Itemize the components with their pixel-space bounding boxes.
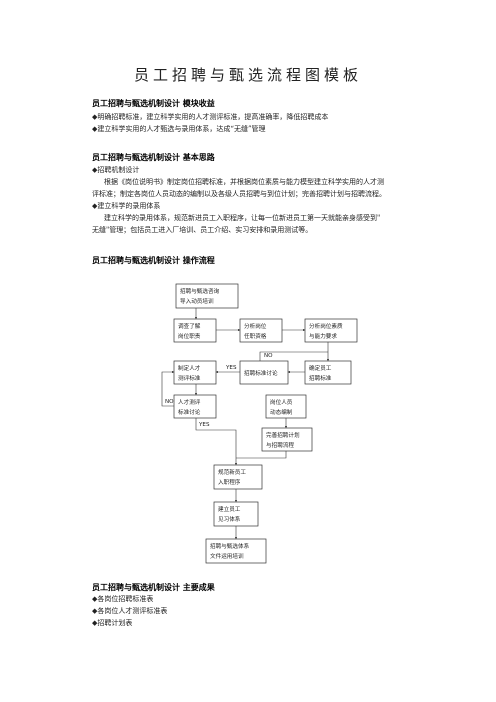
approach-paragraph-line: 无缝"管理；包括员工进入厂培训、员工介绍、实习安排和录用测试等。	[92, 226, 313, 234]
flow-node-assessment-criteria: 制定人才 测评标准	[173, 360, 217, 385]
svg-text:与能力要求: 与能力要求	[309, 332, 337, 340]
benefit-item: 建立科学实用的人才甄选与录用体系，达成“无缝”管理	[92, 124, 265, 134]
svg-text:调查了解: 调查了解	[178, 322, 201, 330]
flow-node-assessment-discussion: 人才测评 标准讨论	[173, 394, 217, 419]
svg-text:见习体系: 见习体系	[218, 515, 241, 523]
edge-label-no: NO	[165, 399, 174, 405]
svg-text:招聘标准讨论: 招聘标准讨论	[244, 369, 278, 377]
section-approach-heading: 员工招聘与甄选机制设计 基本思路	[92, 152, 215, 162]
svg-text:任职资格: 任职资格	[244, 332, 267, 340]
svg-text:建立员工: 建立员工	[218, 505, 241, 513]
edge-label-yes: YES	[198, 422, 210, 428]
svg-text:分析岗位: 分析岗位	[244, 322, 267, 330]
svg-text:招聘与甄选体系: 招聘与甄选体系	[210, 542, 250, 550]
svg-text:岗位职责: 岗位职责	[178, 332, 201, 340]
flow-node-consulting: 招聘与甄选咨询 导入动员培训	[175, 283, 239, 309]
svg-text:动态编制: 动态编制	[270, 408, 293, 416]
svg-text:制定人才: 制定人才	[178, 364, 201, 372]
svg-text:招聘与甄选咨询: 招聘与甄选咨询	[180, 287, 220, 295]
svg-text:分析岗位素质: 分析岗位素质	[309, 322, 343, 330]
approach-paragraph-line: 建立科学的录用体系，规范新进员工入职程序，让每一位新进员工第一天就能亲身感受到"	[104, 214, 381, 222]
approach-bullet: 招聘机制设计	[92, 165, 139, 175]
svg-text:招聘标准: 招聘标准	[309, 374, 332, 382]
result-item: 各岗位人才测评标准表	[92, 606, 167, 616]
approach-paragraph-line: 根据《岗位说明书》制定岗位招聘标准，并根据岗位素质与能力模型建立科学实用的人才测	[104, 178, 384, 186]
flow-node-confirm-criteria: 确定员工 招聘标准	[304, 360, 352, 385]
svg-text:导入动员培训: 导入动员培训	[180, 297, 214, 305]
svg-text:人才测评: 人才测评	[178, 398, 201, 406]
svg-text:入职程序: 入职程序	[218, 478, 241, 486]
section-process-heading: 员工招聘与甄选机制设计 操作流程	[92, 255, 215, 265]
flow-node-job-duties: 调查了解 岗位职责	[173, 318, 217, 343]
svg-text:完善招聘计划: 完善招聘计划	[266, 431, 300, 439]
flow-node-criteria-discussion: 招聘标准讨论	[239, 360, 289, 385]
flow-node-recruitment-plan: 完善招聘计划 与招聘流程	[261, 427, 313, 452]
flow-node-job-qualifications: 分析岗位 任职资格	[239, 318, 283, 343]
flow-node-probation: 建立员工 见习体系	[213, 501, 259, 527]
result-item: 各岗位招聘标准表	[92, 594, 153, 604]
flow-node-training: 招聘与甄选体系 文件运用培训	[205, 538, 267, 564]
svg-text:规范新员工: 规范新员工	[218, 468, 246, 476]
svg-text:文件运用培训: 文件运用培训	[210, 552, 244, 560]
benefit-item: 明确招聘标准，建立科学实用的人才测评标准，提高准确率，降低招聘成本	[92, 112, 328, 122]
svg-text:与招聘流程: 与招聘流程	[266, 441, 294, 449]
section-benefits-heading: 员工招聘与甄选机制设计 模块收益	[92, 98, 215, 108]
approach-bullet: 建立科学的录用体系	[92, 201, 160, 211]
flow-node-competency: 分析岗位素质 与能力要求	[304, 318, 358, 343]
approach-paragraph-line: 评标准；制定各岗位人员动态的编制以及各级人员招聘与到位计划；完善招聘计划与招聘流…	[92, 190, 386, 198]
flow-node-staffing: 岗位人员 动态编制	[265, 394, 307, 419]
edge-label-yes: YES	[225, 365, 237, 371]
svg-text:测评标准: 测评标准	[178, 374, 201, 382]
svg-text:标准讨论: 标准讨论	[178, 408, 201, 416]
svg-text:岗位人员: 岗位人员	[270, 398, 293, 406]
section-results-heading: 员工招聘与甄选机制设计 主要成果	[92, 582, 215, 592]
flow-node-onboarding: 规范新员工 入职程序	[213, 464, 263, 490]
page-title: 员工招聘与甄选流程图模板	[133, 66, 362, 84]
svg-text:确定员工: 确定员工	[309, 364, 332, 372]
edge-label-no: NO	[264, 353, 273, 359]
result-item: 招聘计划表	[92, 618, 132, 628]
